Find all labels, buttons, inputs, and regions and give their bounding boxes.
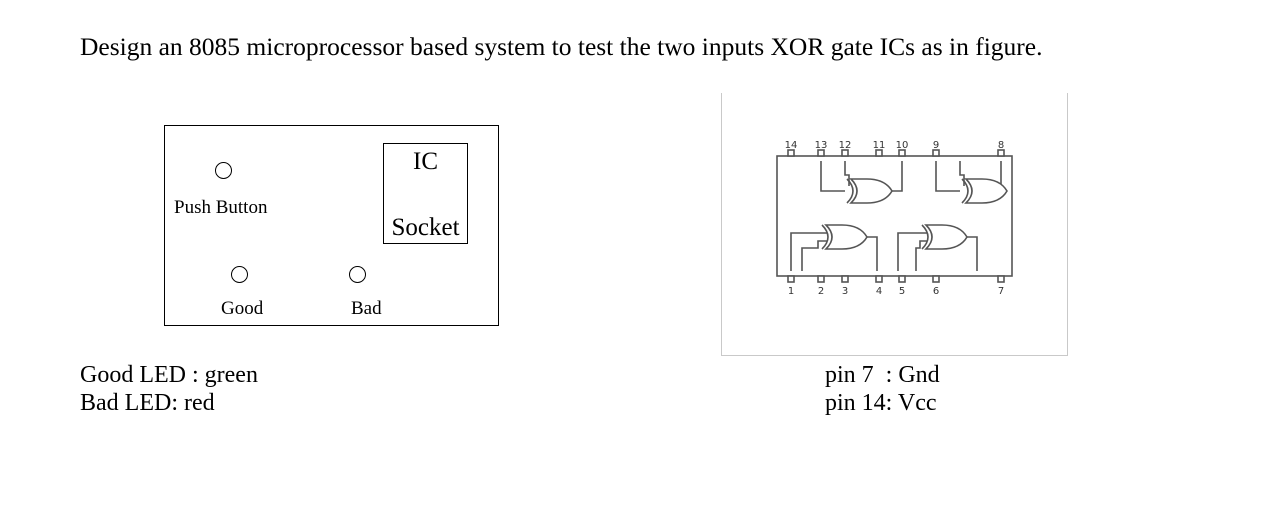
ic-body xyxy=(776,155,1013,277)
test-board-diagram: Push Button Good Bad IC Socket xyxy=(164,125,499,326)
ic-socket: IC Socket xyxy=(383,143,468,244)
xor-gate-symbols xyxy=(821,178,1008,250)
socket-label-socket: Socket xyxy=(391,214,460,241)
pin-number-label: 3 xyxy=(842,286,848,297)
pin-number-label: 11 xyxy=(873,140,886,151)
push-button-label: Push Button xyxy=(174,197,268,218)
question-title: Design an 8085 microprocessor based syst… xyxy=(80,32,1043,61)
good-led-label: Good xyxy=(221,298,264,319)
ic-bottom-pin xyxy=(817,275,825,283)
bad-led-label: Bad xyxy=(351,298,382,319)
pin-number-label: 13 xyxy=(815,140,828,151)
pin-number-label: 8 xyxy=(998,140,1004,151)
pin-number-label: 12 xyxy=(839,140,852,151)
bad-led-icon xyxy=(349,266,366,283)
ic-bottom-pin xyxy=(841,275,849,283)
ic-top-pin xyxy=(875,149,883,157)
ic-top-pin xyxy=(841,149,849,157)
pin-number-label: 4 xyxy=(876,286,882,297)
xor-gate-icon xyxy=(846,178,893,204)
bad-led-note: Bad LED: red xyxy=(80,390,215,416)
push-button-icon xyxy=(215,162,232,179)
ic-bottom-pin xyxy=(997,275,1005,283)
ic-top-pin xyxy=(932,149,940,157)
pin-number-label: 2 xyxy=(818,286,824,297)
ic-top-pin xyxy=(898,149,906,157)
pin-number-label: 5 xyxy=(899,286,905,297)
ic-top-pin xyxy=(787,149,795,157)
ic-bottom-pin xyxy=(875,275,883,283)
pin-number-label: 9 xyxy=(933,140,939,151)
pin-number-label: 10 xyxy=(896,140,909,151)
pin-number-label: 6 xyxy=(933,286,939,297)
pin-number-label: 7 xyxy=(998,286,1004,297)
socket-label-ic: IC xyxy=(413,148,438,175)
pin-number-label: 1 xyxy=(788,286,794,297)
ic-bottom-pin xyxy=(932,275,940,283)
xor-gate-icon xyxy=(921,224,968,250)
ic-internal-wiring xyxy=(790,161,1002,271)
good-led-icon xyxy=(231,266,248,283)
xor-gate-icon xyxy=(961,178,1008,204)
good-led-note: Good LED : green xyxy=(80,362,258,388)
ic-top-pin xyxy=(997,149,1005,157)
pin14-note: pin 14: Vcc xyxy=(825,390,937,416)
ic-bottom-pin xyxy=(787,275,795,283)
ic-bottom-pin xyxy=(898,275,906,283)
ic-top-pin xyxy=(817,149,825,157)
xor-gate-icon xyxy=(821,224,868,250)
pin-number-label: 14 xyxy=(785,140,798,151)
pin7-note: pin 7 : Gnd xyxy=(825,362,940,388)
